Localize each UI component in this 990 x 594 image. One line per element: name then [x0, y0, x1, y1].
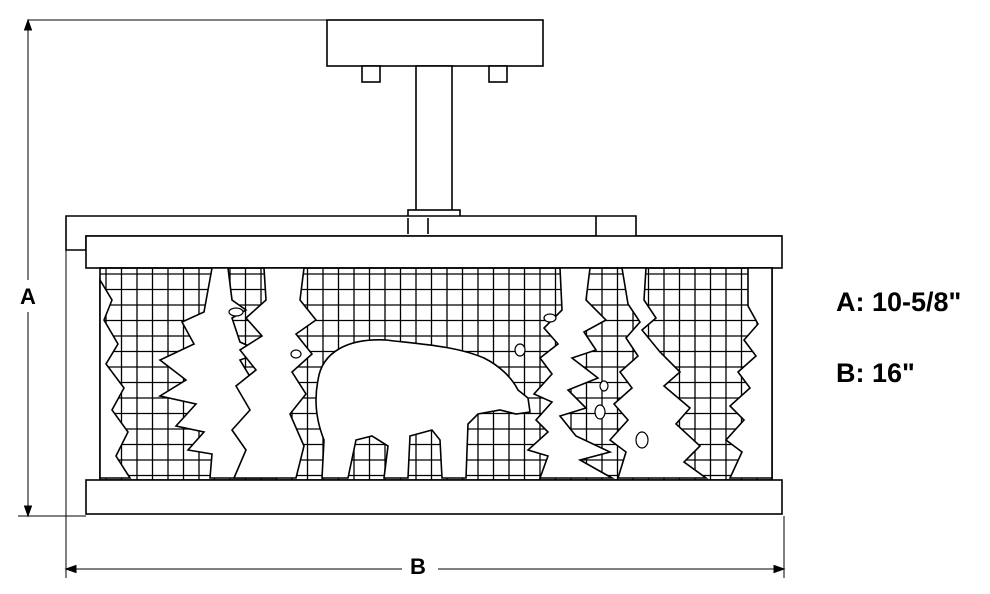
- ceiling-canopy: [326, 19, 544, 67]
- dimension-b: [64, 250, 786, 578]
- down-rod: [415, 65, 453, 213]
- tree-far-right: [608, 267, 709, 479]
- bottom-frame-ring: [85, 479, 783, 515]
- canopy-screw-left: [361, 65, 381, 83]
- upper-frame-ring: [85, 235, 783, 269]
- spec-width: B: 16": [836, 358, 915, 388]
- dimension-label-a: A: [20, 284, 36, 309]
- tree-left-2: [230, 267, 318, 479]
- tree-right: [526, 267, 616, 479]
- bear-silhouette: [315, 339, 531, 479]
- spec-height: A: 10-5/8": [836, 287, 962, 317]
- tree-edge-right: [724, 267, 773, 479]
- dimension-label-b: B: [410, 554, 426, 579]
- forest-scene: [99, 267, 773, 479]
- dimension-a: [18, 18, 327, 518]
- foliage-details: [228, 307, 649, 449]
- canopy-screw-right: [488, 65, 508, 83]
- foliage-edge-left: [99, 277, 132, 479]
